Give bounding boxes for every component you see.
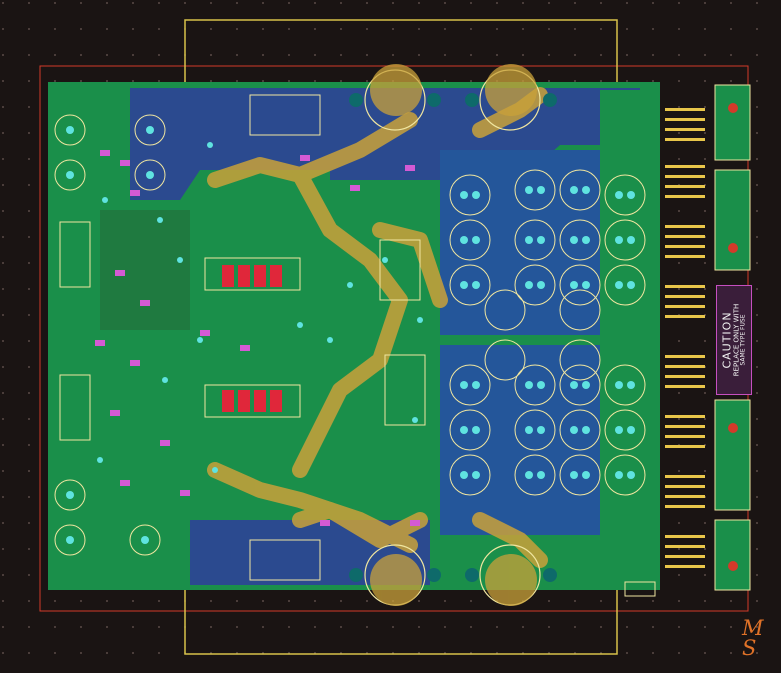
film-capacitors-left bbox=[59, 221, 91, 441]
small-capacitor-pads bbox=[66, 126, 154, 544]
driver-packages bbox=[249, 94, 426, 581]
capacitor-bank-lower bbox=[440, 345, 650, 535]
small-capacitors-left bbox=[54, 114, 166, 556]
copper-pour-left-mid bbox=[100, 210, 190, 330]
logo-letter-top: M bbox=[742, 616, 764, 640]
fuse-holder bbox=[624, 581, 656, 597]
caution-text: CAUTION REPLACE ONLY WITH SAME TYPE FUSE bbox=[720, 304, 747, 377]
transistor-holes bbox=[349, 93, 557, 582]
logo-letter-bottom: S bbox=[742, 636, 757, 660]
caution-title: CAUTION bbox=[720, 311, 734, 369]
ms-logo: M S bbox=[742, 618, 772, 664]
power-resistors bbox=[204, 257, 301, 418]
capacitor-bank-upper bbox=[440, 150, 650, 335]
copper-pour-blue-top-left bbox=[130, 88, 330, 200]
caution-silkscreen: CAUTION REPLACE ONLY WITH SAME TYPE FUSE bbox=[716, 285, 752, 395]
capacitor-bank-lower-parts bbox=[449, 339, 646, 496]
vias bbox=[97, 142, 423, 473]
output-header bbox=[665, 108, 705, 568]
caution-line3: SAME TYPE FUSE bbox=[739, 314, 747, 366]
terminal-blocks bbox=[714, 84, 751, 591]
copper-pour-right-edge bbox=[600, 90, 660, 580]
capacitor-bank-upper-parts bbox=[449, 169, 646, 331]
smd-pads bbox=[95, 150, 420, 526]
transistor-pads bbox=[370, 64, 537, 606]
